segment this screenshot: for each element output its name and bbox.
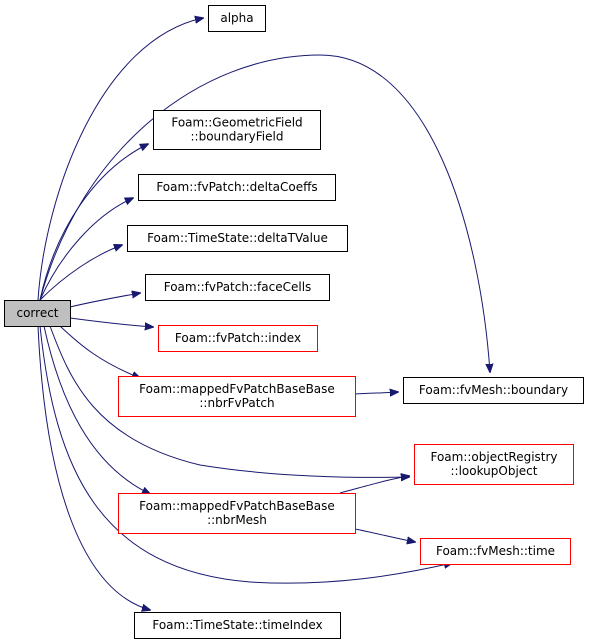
node-lookupObject[interactable]: Foam::objectRegistry::lookupObject [414,444,574,485]
node-box [145,274,330,301]
edge-correct-to-deltaTValue [39,245,122,301]
node-label: Foam::TimeState::deltaTValue [147,231,328,245]
node-box [208,5,266,32]
node-label: alpha [220,11,253,25]
node-box [138,174,336,201]
edge-nbrFvPatch-to-boundary [354,392,398,394]
node-box [4,300,71,327]
node-box [158,325,318,352]
node-deltaCoeffs[interactable]: Foam::fvPatch::deltaCoeffs [138,174,336,201]
node-label: ::lookupObject [451,464,538,478]
edge-correct-to-deltaCoeffs [39,198,133,301]
node-label: Foam::mappedFvPatchBaseBase [139,382,335,396]
node-label: Foam::fvPatch::faceCells [164,280,312,294]
node-box [420,538,571,565]
edge-correct-to-timeIndex [37,325,150,610]
node-label: ::nbrMesh [207,513,267,527]
edge-correct-to-lookupObject [49,325,409,477]
node-box [118,376,356,417]
edge-correct-to-index [69,317,153,327]
edge-correct-to-alpha [37,18,203,301]
node-label: Foam::fvMesh::time [436,544,555,558]
edge-nbrMesh-to-lookupObject [339,476,409,494]
edge-correct-to-boundaryField [39,144,148,301]
node-boundaryField[interactable]: Foam::GeometricField::boundaryField [153,110,321,150]
edges [37,18,490,610]
node-box [403,377,584,404]
node-correct[interactable]: correct [4,300,71,327]
node-label: correct [16,306,58,320]
node-box [127,225,348,252]
node-label: Foam::fvMesh::boundary [419,383,568,397]
node-label: Foam::objectRegistry [430,450,557,464]
edge-correct-to-nbrMesh [43,325,150,494]
node-label: Foam::TimeState::timeIndex [152,618,322,632]
edge-correct-to-nbrFvPatch [59,325,140,378]
edge-correct-to-faceCells [69,293,140,308]
node-box [118,493,356,534]
node-index[interactable]: Foam::fvPatch::index [158,325,318,352]
edge-correct-to-time [39,325,452,584]
nodes: correct alphaFoam::GeometricField::bounda… [4,5,584,639]
edge-nbrMesh-to-time [354,528,415,542]
node-label: Foam::fvPatch::index [175,331,301,345]
node-timeIndex[interactable]: Foam::TimeState::timeIndex [134,612,341,639]
node-nbrMesh[interactable]: Foam::mappedFvPatchBaseBase::nbrMesh [118,493,356,534]
node-box [414,444,574,485]
node-boundary[interactable]: Foam::fvMesh::boundary [403,377,584,404]
node-label: ::nbrFvPatch [199,396,274,410]
node-box [134,612,341,639]
node-nbrFvPatch[interactable]: Foam::mappedFvPatchBaseBase::nbrFvPatch [118,376,356,417]
node-label: Foam::GeometricField [171,116,302,130]
node-box [153,110,321,150]
node-label: Foam::mappedFvPatchBaseBase [139,499,335,513]
node-faceCells[interactable]: Foam::fvPatch::faceCells [145,274,330,301]
node-label: Foam::fvPatch::deltaCoeffs [156,180,317,194]
node-label: ::boundaryField [191,130,284,144]
node-time[interactable]: Foam::fvMesh::time [420,538,571,565]
node-deltaTValue[interactable]: Foam::TimeState::deltaTValue [127,225,348,252]
node-alpha[interactable]: alpha [208,5,266,32]
edge-correct-to-boundary [39,54,490,372]
